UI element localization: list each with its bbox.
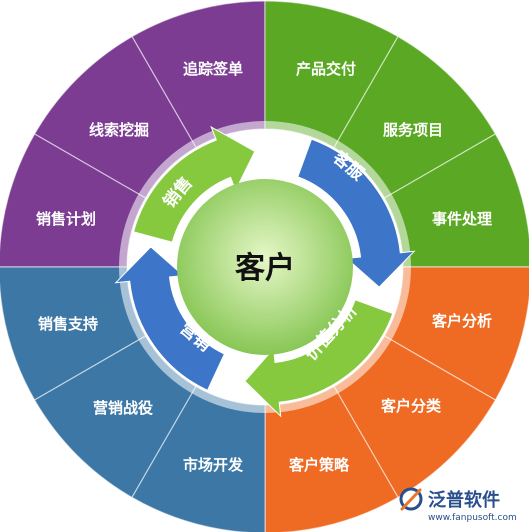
- logo-text: 泛普软件: [428, 489, 500, 511]
- label-xiaoshou-zhichi: 销售支持: [38, 315, 98, 333]
- label-chanpin-jiaofu: 产品交付: [296, 60, 356, 78]
- service-arrow: [297, 138, 416, 288]
- label-fuwu-xiangmu: 服务项目: [383, 121, 443, 139]
- quadrant-value: [264, 266, 529, 532]
- label-yingxiao-zhanyi: 营销战役: [93, 399, 153, 417]
- logo-url: www.fanpusoft.com: [428, 513, 517, 523]
- label-xiansuo-wajue: 线索挖掘: [89, 121, 149, 139]
- center-label: 客户: [235, 251, 295, 286]
- logo-mark-icon: [399, 487, 423, 511]
- center-circle: [177, 179, 353, 355]
- sales-arrow: [132, 125, 256, 243]
- value-arrow: [244, 299, 394, 418]
- market-arrow: [114, 246, 226, 391]
- label-xiaoshou-jihua: 销售计划: [36, 210, 96, 228]
- quadrant-sales: [0, 0, 266, 268]
- label-shichang-kaifa: 市场开发: [183, 456, 244, 474]
- label-shijian-chuli: 事件处理: [432, 210, 492, 228]
- cycle-arrows: [114, 125, 416, 418]
- label-zhuizong-qiandan: 追踪签单: [183, 60, 243, 78]
- logo: 泛普软件 www.fanpusoft.com: [399, 487, 517, 523]
- label-kehu-celue: 客户策略: [288, 456, 350, 474]
- label-kehu-fenlei: 客户分类: [380, 397, 442, 415]
- label-kehu-fenxi: 客户分析: [431, 312, 492, 330]
- segment-labels: 追踪签单 线索挖掘 销售计划 产品交付 服务项目 事件处理 客户分析 客户分类 …: [36, 60, 492, 474]
